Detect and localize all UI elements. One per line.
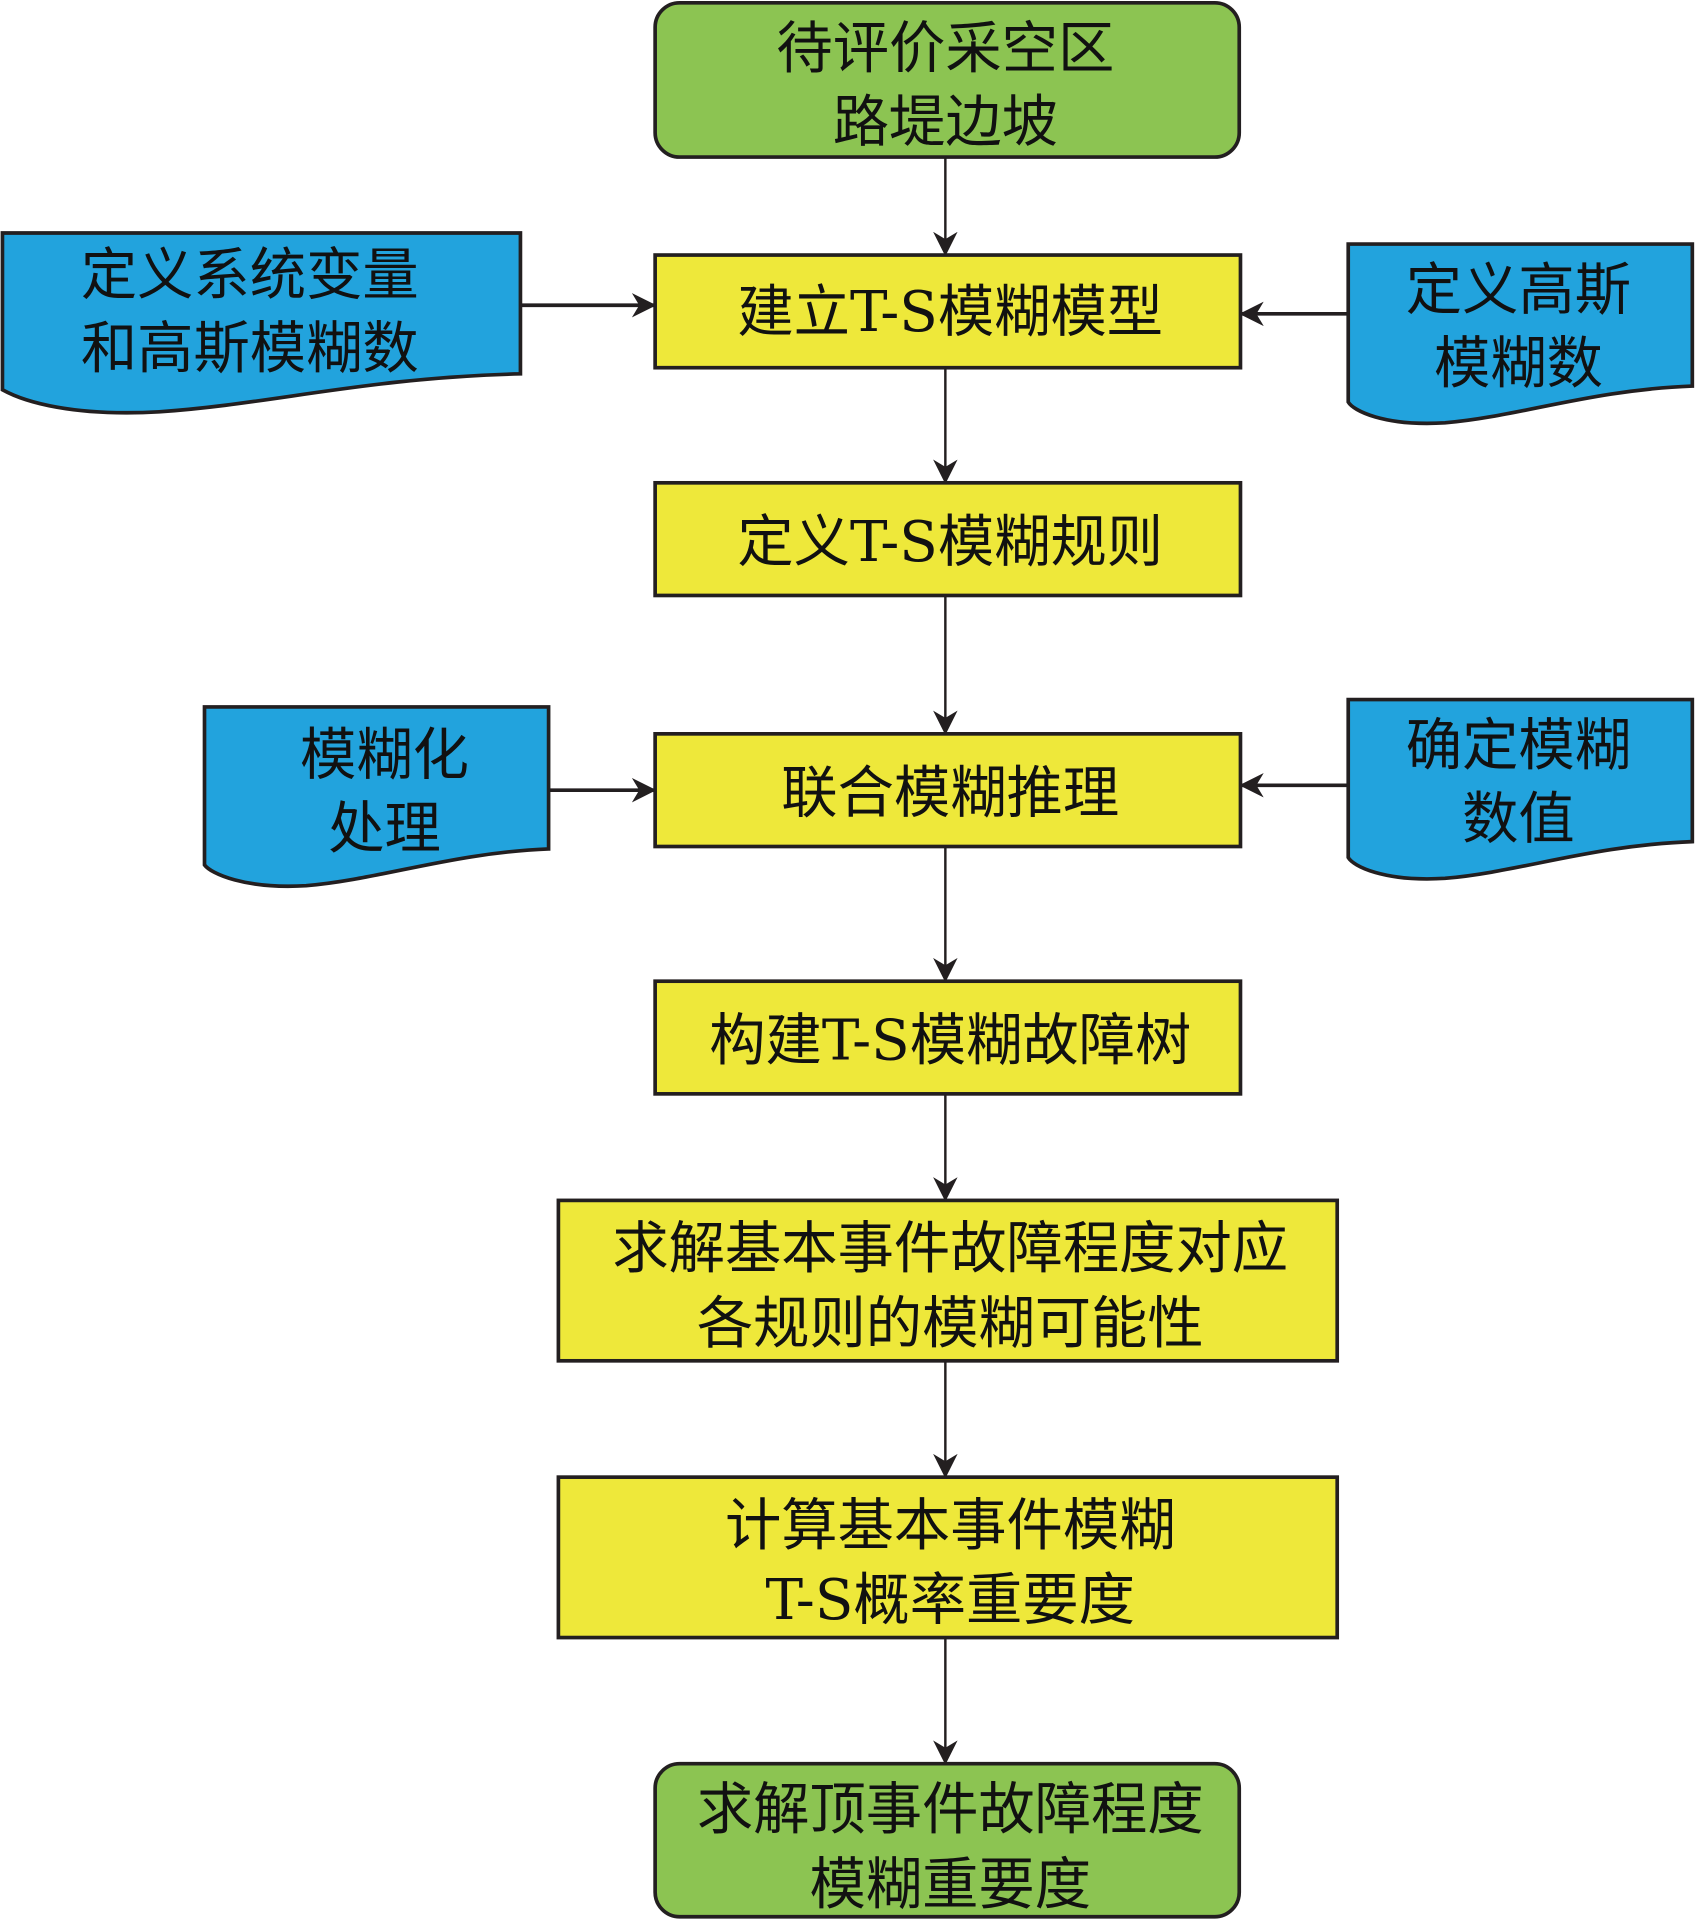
step-5-label: 各规则的模糊可能性 (697, 1291, 1204, 1356)
step-3-box (653, 732, 1243, 849)
input-1-label: 和高斯模糊数 (81, 317, 419, 382)
step-2-box (653, 480, 1243, 598)
input-3-label: 处理 (328, 797, 441, 862)
input-doc-2 (1346, 242, 1695, 426)
step-1-label: 建立T-S模糊模型 (737, 280, 1163, 345)
step-5-label: 求解基本事件故障程度对应 (612, 1217, 1288, 1282)
start-label: 待评价采空区 (776, 17, 1114, 82)
step-4-box (653, 979, 1243, 1096)
step-1-box (653, 253, 1243, 370)
input-doc-3 (202, 705, 551, 889)
input-4-label: 数值 (1462, 787, 1575, 852)
step-3-label: 联合模糊推理 (781, 761, 1119, 826)
input-doc-4 (1346, 697, 1695, 881)
end-label: 求解顶事件故障程度 (697, 1778, 1204, 1843)
step-5-box (556, 1198, 1340, 1363)
end-node (653, 1761, 1242, 1919)
input-2-label: 定义高斯 (1406, 258, 1631, 323)
input-2-label: 模糊数 (1434, 331, 1603, 396)
start-label: 路堤边坡 (833, 90, 1058, 155)
step-6-label: T-S概率重要度 (766, 1568, 1135, 1633)
input-4-label: 确定模糊 (1406, 713, 1631, 778)
input-doc-1 (0, 231, 523, 415)
step-2-label: 定义T-S模糊规则 (737, 510, 1163, 575)
step-4-label: 构建T-S模糊故障树 (709, 1009, 1191, 1074)
input-3-label: 模糊化 (300, 723, 469, 788)
end-label: 模糊重要度 (809, 1852, 1091, 1917)
step-6-label: 计算基本事件模糊 (725, 1493, 1176, 1558)
input-1-label: 定义系统变量 (81, 243, 419, 308)
step-6-box (556, 1475, 1340, 1640)
start-node (653, 0, 1242, 159)
